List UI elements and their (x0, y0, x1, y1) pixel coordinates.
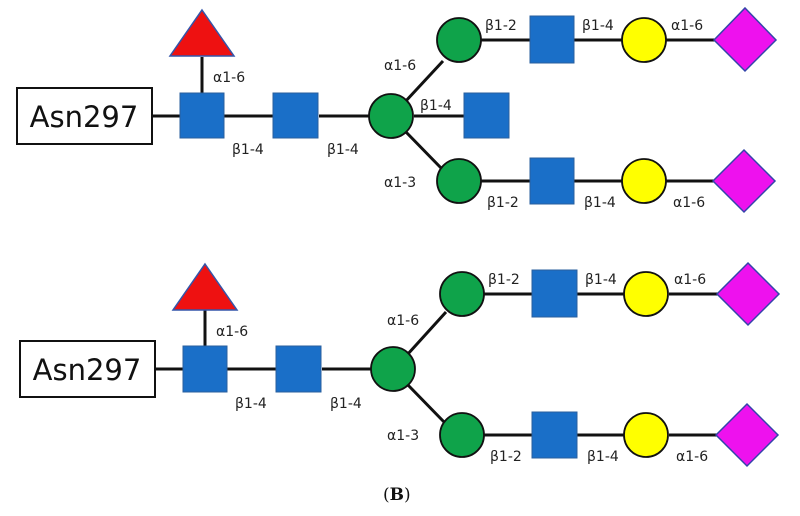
linkage-label: α1-6 (384, 58, 416, 74)
glcnac-square-icon (531, 269, 578, 318)
linkage-label: α1-6 (671, 18, 703, 34)
linkage-label: α1-6 (216, 324, 248, 340)
linkage-label: β1-2 (490, 449, 522, 465)
sialic-acid-diamond-icon (712, 6, 778, 73)
glycan-bottom: Asn297 α1-6 β1-4 β1-4 α1-6 α1-3 β1-2 β1-… (19, 261, 781, 468)
glcnac-square-icon (529, 15, 575, 64)
linkage-label: β1-2 (485, 18, 517, 34)
glcnac-square-icon (272, 92, 319, 139)
linkage-label: α1-6 (674, 272, 706, 288)
panel-label-close: ) (404, 485, 411, 505)
linkage-label: α1-3 (384, 175, 416, 191)
fucose-triangle-icon (168, 8, 236, 57)
linkage-label: α1-6 (676, 449, 708, 465)
sialic-acid-diamond-icon (714, 402, 780, 468)
panel-label: (B) (383, 485, 411, 505)
asn297-box (19, 340, 156, 398)
sialic-acid-diamond-icon (711, 148, 777, 214)
linkage-label: β1-2 (487, 195, 519, 211)
linkage-label: α1-6 (213, 70, 245, 86)
galactose-circle-icon (621, 158, 667, 204)
mannose-circle-icon (436, 158, 482, 204)
linkage-label: β1-2 (488, 272, 520, 288)
mannose-circle-icon (436, 17, 482, 63)
sialic-acid-diamond-icon (715, 261, 781, 327)
linkage-label: β1-4 (585, 272, 617, 288)
bond-arm-lower (405, 382, 448, 426)
asn297-label: Asn297 (30, 100, 139, 134)
linkage-label: β1-4 (235, 396, 267, 412)
linkage-label: α1-6 (387, 313, 419, 329)
fucose-triangle-icon (171, 262, 239, 311)
panel-label-open: ( (383, 485, 390, 505)
linkage-label: β1-4 (232, 142, 264, 158)
glcnac-square-icon (275, 345, 322, 393)
linkage-label: α1-3 (387, 428, 419, 444)
linkage-label: β1-4 (330, 396, 362, 412)
asn297-label: Asn297 (33, 353, 142, 387)
mannose-circle-icon (439, 412, 485, 458)
glcnac-square-icon (179, 92, 225, 139)
bisecting-glcnac-square-icon (463, 92, 510, 139)
linkage-label: α1-6 (673, 195, 705, 211)
linkage-label: β1-4 (584, 195, 616, 211)
galactose-circle-icon (623, 412, 669, 458)
mannose-circle-icon (368, 93, 414, 139)
bond-arm-lower (402, 128, 445, 172)
mannose-circle-icon (370, 346, 416, 392)
galactose-circle-icon (623, 271, 669, 317)
galactose-circle-icon (621, 17, 667, 63)
glcnac-square-icon (182, 345, 228, 393)
asn297-box (16, 87, 153, 145)
panel-label-letter: B (390, 485, 404, 505)
bond-arm-upper (405, 310, 448, 357)
glcnac-square-icon (531, 411, 578, 459)
glycan-top: Asn297 α1-6 β1-4 β1-4 α1-6 β1-4 α1-3 β1-… (16, 6, 778, 214)
bond-arm-upper (402, 59, 445, 105)
linkage-label: β1-4 (420, 98, 452, 114)
linkage-label: β1-4 (587, 449, 619, 465)
glcnac-square-icon (529, 157, 575, 205)
linkage-label: β1-4 (327, 142, 359, 158)
linkage-label: β1-4 (582, 18, 614, 34)
mannose-circle-icon (439, 271, 485, 317)
